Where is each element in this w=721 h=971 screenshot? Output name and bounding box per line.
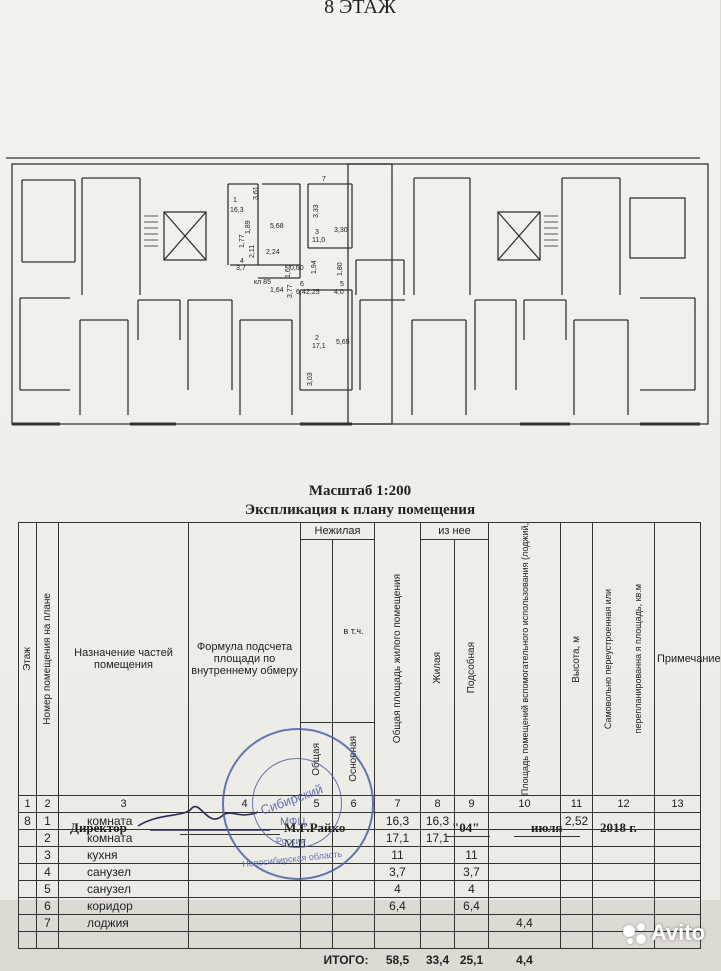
col-header-height: Высота, м: [560, 521, 593, 797]
room-6-dim: 3,77: [287, 284, 294, 298]
room-1-dim: 5,68: [270, 223, 284, 230]
col-header-of-which: из нее: [420, 522, 489, 540]
col-header-nonres-sub-blank: [300, 538, 333, 724]
room-4-number: 4: [240, 258, 244, 265]
stamp-text: Новосибирская область: [241, 848, 343, 870]
col-header-total-area: Общая площадь жилого помещения: [374, 521, 421, 797]
totals-row: ИТОГО: 58,5 33,4 25,1 4,4: [19, 949, 701, 971]
month-underline: [514, 836, 580, 837]
room-4-area: 3,7: [236, 265, 246, 272]
official-stamp: Сибирский МФЦ Россия Новосибирская облас…: [222, 728, 374, 880]
room-5-dim: 1,80: [337, 262, 344, 276]
col-header-nonres: Нежилая: [300, 522, 375, 540]
room-2-number: 2: [315, 335, 319, 342]
signature-day: "04": [452, 820, 480, 835]
room-6-area: 6,4: [296, 289, 306, 296]
signature-role: Директор: [70, 820, 127, 835]
col-header-auxiliary: Подсобная: [454, 538, 489, 797]
avito-logo-icon: [622, 923, 647, 945]
plan-outline-left: [11, 163, 393, 425]
stamp-text: Россия: [276, 836, 306, 846]
room-6-dim: 1,65: [285, 264, 292, 278]
avito-wordmark: Avito: [650, 920, 705, 945]
room-5-number: 5: [340, 281, 344, 288]
room-5-area: 4,0: [334, 289, 344, 296]
elevator-shaft-right: [497, 211, 541, 261]
room-6-dim: 1,64: [270, 287, 284, 294]
room-4-dim: 2,11: [249, 245, 256, 258]
totals-aux: 25,1: [459, 953, 484, 968]
totals-aux-area: 4,4: [516, 953, 533, 968]
stamp-text: МФЦ: [280, 816, 306, 828]
totals-living: 33,4: [425, 953, 450, 968]
room-3-number: 3: [315, 229, 319, 236]
elevator-shaft-left: [163, 211, 207, 261]
explication-table: Этаж Номер помещения на плане Назначение…: [18, 521, 721, 971]
avito-watermark: Avito: [622, 920, 705, 946]
room-5-dim: 1,94: [311, 260, 318, 274]
totals-label: ИТОГО:: [323, 953, 369, 968]
room-1-area: 16,3: [230, 207, 244, 214]
col-header-incl: в т.ч.: [332, 538, 375, 724]
room-4-dim: 1,77: [239, 234, 246, 248]
col-header-floor: Этаж: [18, 521, 37, 797]
col-header-purpose: Назначение частей помещения: [58, 521, 189, 797]
plan-extra-label: кл 85: [254, 279, 271, 286]
signature-month: июля: [531, 820, 563, 835]
floor-plan: 1 16,3 3,61 5,68 2 17,1 5,65 3,03 7 3 11…: [6, 157, 709, 426]
signature-year: 2018 г.: [600, 820, 637, 835]
table-row: [18, 931, 701, 950]
col-header-note: Примечание: [654, 521, 721, 797]
explication-title: Экспликация к плану помещения: [244, 502, 476, 518]
room-1-dim: 3,61: [253, 186, 260, 200]
room-7-number: 7: [322, 176, 326, 183]
room-2-dim: 3,03: [307, 372, 314, 386]
room-4-dim: 2,24: [266, 249, 280, 256]
room-4-dim: 1,89: [245, 220, 252, 234]
room-3-dim: 3,33: [313, 204, 320, 218]
room-2-dim: 5,65: [336, 339, 350, 346]
scale-label: Масштаб 1:200: [308, 483, 412, 499]
col-header-aux-area: Площадь помещений вспомогательного испол…: [488, 521, 561, 797]
room-3-dim: 3,30: [334, 227, 348, 234]
col-header-living: Жилая: [420, 538, 455, 797]
day-underline: [446, 836, 490, 837]
room-6-dim: 2,25: [306, 289, 320, 296]
room-2-area: 17,1: [312, 343, 326, 350]
room-6-dim: 0,60: [290, 265, 304, 272]
room-1-number: 1: [233, 197, 237, 204]
room-6-number: 6: [300, 281, 304, 288]
col-header-room-no: Номер помещения на плане: [36, 521, 59, 797]
stamp-inner-ring: [252, 758, 342, 848]
floor-title: 8 ЭТАЖ: [324, 0, 396, 18]
plan-outline-right: [347, 163, 709, 425]
room-3-area: 11,0: [312, 237, 325, 244]
totals-total-area: 58,5: [385, 953, 410, 968]
